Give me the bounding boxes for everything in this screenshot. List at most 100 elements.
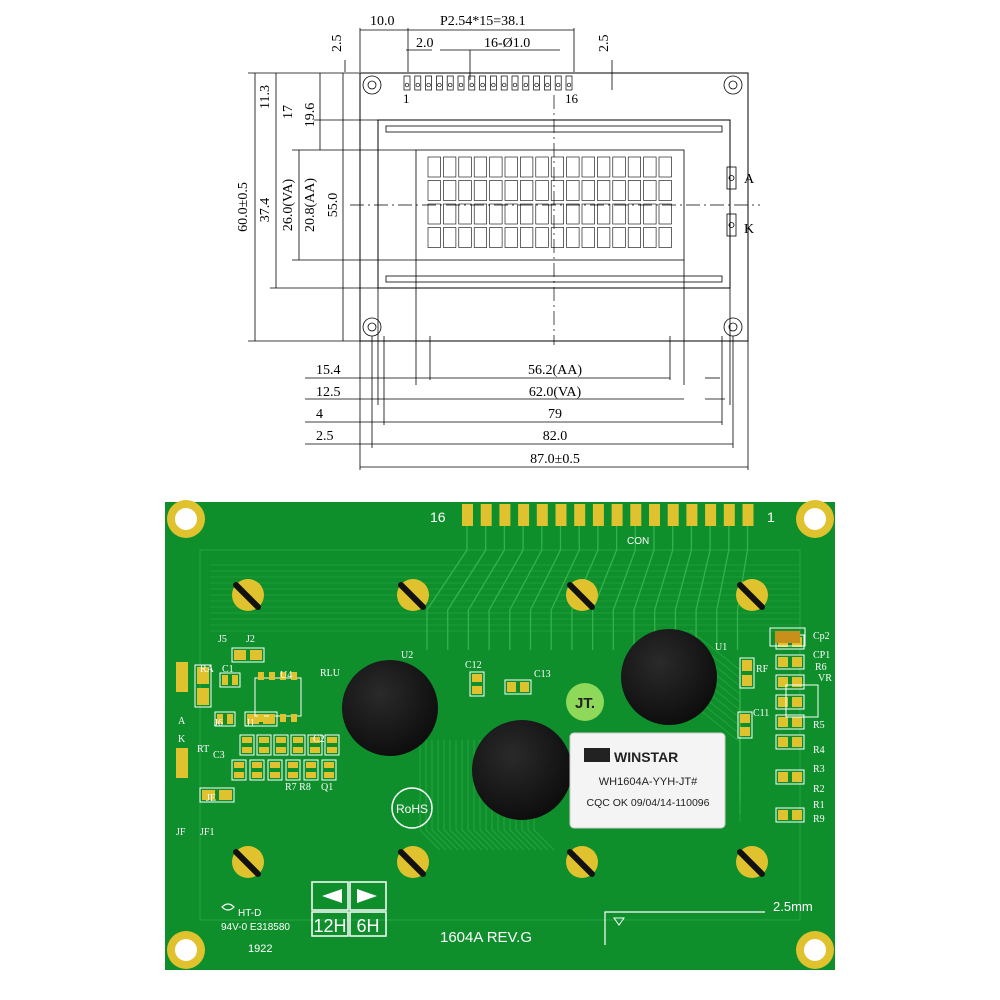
char-cell — [566, 203, 580, 225]
trace — [467, 740, 489, 851]
char-cell — [427, 156, 441, 178]
header-pad — [611, 504, 623, 526]
dim-pitch: P2.54*15=38.1 — [440, 14, 526, 29]
char-cell — [443, 156, 457, 178]
arrow-left-icon — [322, 889, 342, 903]
dim-value-label: 79 — [548, 407, 562, 422]
char-cell — [473, 227, 488, 248]
ul-line1: HT-D — [238, 908, 261, 919]
char-cell — [566, 227, 580, 248]
trace — [695, 526, 711, 650]
mounting-hole-tl — [362, 75, 382, 95]
smd-part — [231, 647, 265, 663]
char-cell — [627, 227, 642, 248]
trace — [654, 526, 674, 650]
smd-part — [239, 734, 255, 756]
char-cell — [489, 180, 503, 201]
top-dimensions: 10.0 P2.54*15=38.1 2.0 16-Ø1.0 2.5 2.5 — [330, 14, 613, 90]
orientation-marks: 12H 6H — [311, 881, 387, 937]
trace — [550, 526, 580, 650]
char-cell — [643, 227, 657, 248]
char-cell — [504, 203, 518, 225]
smd-part — [249, 759, 265, 781]
char-cell — [643, 180, 657, 201]
anode-label: A — [744, 172, 755, 187]
pin-outline — [544, 75, 551, 91]
silk-label-j2: J2 — [246, 634, 255, 645]
winstar-logo-icon — [584, 748, 610, 762]
chip-u4 — [254, 672, 302, 722]
char-cell — [581, 203, 595, 225]
clip-tab — [737, 849, 765, 877]
pin-hole — [415, 82, 420, 88]
pin-hole — [566, 82, 572, 88]
char-cell — [504, 156, 518, 178]
sticker-model: WH1604A-YYH-JT# — [599, 776, 698, 788]
smd-part — [273, 734, 289, 756]
pin-hole — [491, 82, 496, 88]
silk-label-q1: Q1 — [321, 782, 333, 793]
cathode-label: K — [744, 222, 754, 237]
header-pad — [462, 504, 473, 526]
silk-label-c2: C2 — [313, 734, 325, 745]
silk-label-rt: RT — [197, 744, 209, 755]
char-cell — [627, 180, 642, 201]
smd-part — [231, 759, 247, 781]
silk-label-r3: R3 — [813, 764, 825, 775]
char-cell — [473, 180, 488, 201]
char-cell — [658, 180, 672, 201]
header-pad — [630, 504, 642, 526]
smd-part — [303, 759, 319, 781]
silk-label-vr: VR — [818, 673, 832, 684]
silk-label-c3: C3 — [213, 750, 225, 761]
header-label-16: 16 — [430, 509, 446, 525]
char-cell — [566, 156, 580, 178]
char-cell — [550, 180, 565, 201]
trace — [437, 740, 459, 851]
clip-tab — [398, 849, 426, 877]
silk-label-c12: C12 — [465, 660, 482, 671]
silk-label-jf: JF — [176, 827, 186, 838]
char-cell — [458, 156, 472, 178]
dim-value-label: 82.0 — [543, 429, 568, 444]
smd-part — [290, 734, 306, 756]
clip-tab — [567, 582, 595, 610]
header-pad — [518, 504, 530, 526]
silk-label-j5: J5 — [218, 634, 227, 645]
dim-value-label: 56.2(AA) — [528, 363, 582, 378]
char-cell — [597, 156, 611, 178]
silk-label-je: JE — [206, 793, 216, 804]
chip-u1 — [621, 629, 717, 725]
char-cell — [612, 227, 626, 248]
silk-label-r7r8: R7 R8 — [285, 782, 311, 793]
triangle-mark-icon — [613, 917, 625, 926]
char-cell — [443, 227, 457, 248]
pin-hole — [545, 82, 550, 88]
pin-hole — [502, 82, 507, 88]
silk-label-r4: R4 — [813, 745, 825, 756]
dim-pin-width: 2.0 — [416, 36, 434, 51]
dim-offset-label: 15.4 — [316, 363, 341, 378]
char-cell — [443, 180, 457, 201]
silk-label-j6: J6 — [214, 718, 223, 729]
char-cell — [520, 203, 534, 225]
dim-top-margin-right: 2.5 — [597, 35, 612, 53]
pin-outline — [414, 75, 422, 91]
trace — [443, 740, 465, 851]
smd-part — [775, 674, 805, 690]
silk-label-r6: R6 — [815, 662, 827, 673]
silk-label-c11: C11 — [753, 708, 769, 719]
trace — [529, 526, 562, 650]
pin-label-last: 16 — [565, 91, 579, 106]
trace — [633, 526, 655, 650]
trace — [425, 740, 447, 851]
char-cell — [581, 180, 595, 201]
char-cell — [643, 203, 657, 225]
pin-hole — [404, 82, 410, 88]
char-cell — [550, 203, 565, 225]
trace — [447, 526, 487, 650]
pin-row — [403, 75, 573, 91]
smd-part — [775, 654, 805, 670]
smd-part — [321, 759, 337, 781]
